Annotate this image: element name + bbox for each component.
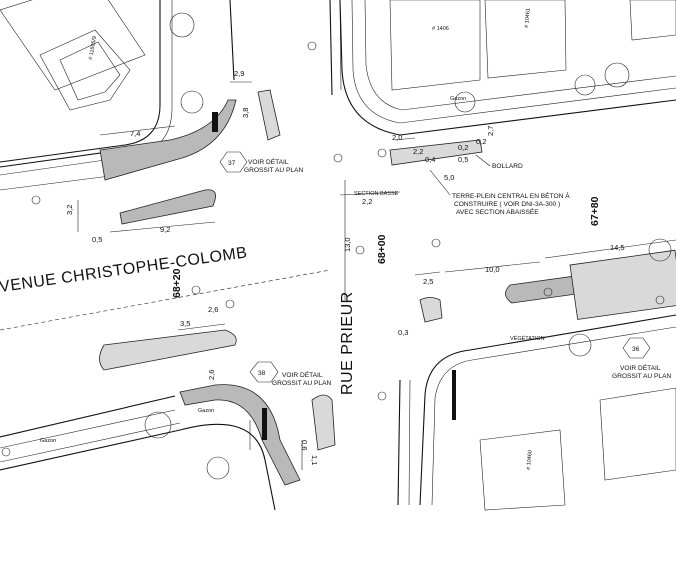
tree-icon bbox=[574, 74, 596, 96]
dim-label: 3,8 bbox=[241, 108, 250, 118]
dim-label: 3,2 bbox=[65, 205, 74, 215]
trees bbox=[144, 12, 672, 480]
island-center bbox=[419, 297, 443, 323]
dim-label: 0,6 bbox=[300, 440, 309, 450]
detail-number: 37 bbox=[228, 160, 236, 167]
dim-label: 5,0 bbox=[444, 173, 454, 182]
dim-label: 0,3 bbox=[398, 328, 408, 337]
dim-label: 3,5 bbox=[180, 319, 190, 328]
dim-label: 2,2 bbox=[362, 197, 372, 206]
dim-label: 2,5 bbox=[423, 277, 433, 286]
tree-icon bbox=[180, 90, 204, 114]
bollard-note: BOLLARD bbox=[492, 163, 523, 170]
tree-icon bbox=[206, 456, 230, 480]
dim-label: 0,5 bbox=[92, 235, 102, 244]
voir-detail-label: VOIR DÉTAIL bbox=[248, 157, 289, 166]
terre-plein-note-3: AVEC SECTION ABAISSÉE bbox=[456, 207, 539, 216]
voir-detail-label: VOIR DÉTAIL bbox=[282, 370, 323, 379]
dim-label: 14,5 bbox=[610, 243, 625, 252]
building-number-3: # 10461 bbox=[524, 8, 532, 28]
grossit-label: GROSSIT AU PLAN bbox=[244, 167, 303, 174]
dim-label: 2,9 bbox=[234, 69, 244, 78]
dim-label: 10,0 bbox=[485, 265, 500, 274]
detail-number: 36 bbox=[632, 346, 640, 353]
dim-label: 2,6 bbox=[208, 305, 218, 314]
dim-label: 2,2 bbox=[413, 147, 423, 156]
vegetation-label: VÉGÉTATION bbox=[510, 335, 545, 342]
dim-label: 0,2 bbox=[476, 137, 486, 146]
dimension-labels: 2,9 7,4 3,8 3,2 0,5 9,2 3,5 2,6 2,6 0,6 … bbox=[65, 69, 625, 465]
tree-icon bbox=[604, 62, 630, 88]
station-68-00: 68+00 bbox=[376, 234, 388, 264]
detail-number: 38 bbox=[258, 370, 266, 377]
hexagon-icon bbox=[249, 361, 279, 383]
gazon-label-3: Gazon bbox=[198, 408, 214, 414]
dim-label: 2,0 bbox=[392, 133, 402, 142]
stations: 68+20 68+00 67+80 bbox=[171, 196, 601, 298]
dim-label: 2,6 bbox=[207, 370, 216, 380]
gazon-label-2: Gazon bbox=[40, 438, 56, 444]
hexagon-icon bbox=[219, 151, 248, 173]
dimension-lines bbox=[77, 81, 676, 470]
grossit-label: GROSSIT AU PLAN bbox=[612, 373, 671, 380]
dim-label: 1,1 bbox=[310, 455, 319, 465]
building-number-4: # 10460 bbox=[526, 450, 534, 470]
tree-icon bbox=[169, 12, 195, 38]
vegetation-zone bbox=[569, 249, 676, 320]
grossit-label: GROSSIT AU PLAN bbox=[272, 380, 331, 387]
section-basse-label: SECTION BASSE bbox=[354, 191, 399, 197]
voir-detail-label: VOIR DÉTAIL bbox=[620, 363, 661, 372]
station-67-80: 67+80 bbox=[589, 196, 601, 226]
dim-label: 2,7 bbox=[486, 126, 495, 136]
curb-corner-top-right: # 1406 # 10461 Gazon bbox=[339, 0, 676, 136]
dim-label: 13,0 bbox=[343, 237, 352, 252]
tree-icon bbox=[144, 411, 172, 439]
dim-label: 0,4 bbox=[425, 155, 435, 164]
detail-callout-36[interactable]: 36 VOIR DÉTAIL GROSSIT AU PLAN bbox=[612, 337, 671, 380]
island-left-bottom bbox=[99, 329, 237, 371]
median-islands bbox=[99, 89, 676, 451]
terre-plein-note-1: TERRE-PLEIN CENTRAL EN BÉTON À bbox=[452, 191, 570, 200]
building-number-2: # 1406 bbox=[432, 26, 449, 32]
detail-callout-37[interactable]: 37 VOIR DÉTAIL GROSSIT AU PLAN bbox=[219, 151, 303, 174]
notes: BOLLARD TERRE-PLEIN CENTRAL EN BÉTON À C… bbox=[354, 154, 570, 342]
tree-icon bbox=[568, 333, 592, 357]
dim-label: 0,5 bbox=[458, 155, 468, 164]
curb-corner-top-left bbox=[0, 0, 237, 181]
dim-label: 9,2 bbox=[160, 225, 170, 234]
street-name-avenue: VENUE CHRISTOPHE-COLOMB bbox=[0, 244, 248, 296]
street-name-rue: RUE PRIEUR bbox=[339, 291, 356, 395]
station-68-20: 68+20 bbox=[171, 268, 183, 298]
survey-markers bbox=[1, 41, 665, 457]
dim-label: 7,4 bbox=[130, 129, 140, 138]
island-top bbox=[257, 89, 281, 141]
island-bottom bbox=[311, 394, 336, 451]
dim-label: 0,2 bbox=[458, 143, 468, 152]
hexagon-icon bbox=[622, 337, 651, 359]
rue-road-lines bbox=[229, 0, 411, 506]
curb-corner-bottom-left: Gazon Gazon bbox=[0, 384, 301, 511]
curb-corner-bottom-right: # 10460 bbox=[419, 314, 676, 511]
gazon-label-1: Gazon bbox=[450, 96, 466, 102]
tree-icon bbox=[454, 91, 476, 113]
detail-callout-38[interactable]: 38 VOIR DÉTAIL GROSSIT AU PLAN bbox=[249, 361, 331, 387]
island-left-top bbox=[119, 189, 216, 225]
terre-plein-central bbox=[389, 139, 483, 166]
tree-icon bbox=[648, 238, 672, 262]
building-number-1: # 11695/9 bbox=[88, 36, 98, 61]
building-top-left: # 11695/9 bbox=[0, 0, 146, 111]
terre-plein-note-2: CONSTRUIRE ( VOIR DNI-3A-300 ) bbox=[454, 201, 560, 208]
